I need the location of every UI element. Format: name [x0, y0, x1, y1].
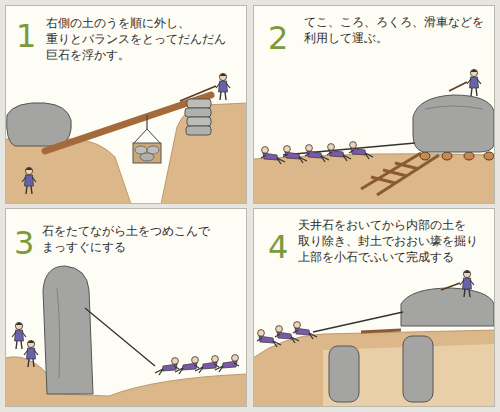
step-panel: 1 右側の土のうを順に外し、 重りとバランスをとってだんだん 巨石を浮かす。	[5, 5, 247, 204]
step-panel: 4 天井石をおいてから内部の土を 取り除き、封土でおおい壕を掘り 上部を小石でふい…	[253, 208, 495, 407]
step-number: 1	[16, 20, 36, 52]
step-panel: 3石をたてながら土をつめこんで まっすぐにする	[5, 208, 247, 407]
step-caption: 天井石をおいてから内部の土を 取り除き、封土でおおい壕を掘り 上部を小石でふいて…	[298, 217, 492, 265]
step-number: 3	[14, 227, 34, 259]
step-caption: 石をたてながら土をつめこんで まっすぐにする	[42, 223, 242, 255]
step-panel: 2 てこ、ころ、ろくろ、滑車などを 利用して運ぶ。	[253, 5, 495, 204]
step-caption: てこ、ころ、ろくろ、滑車などを 利用して運ぶ。	[304, 14, 492, 46]
step-number: 2	[268, 22, 288, 54]
step-number: 4	[268, 231, 288, 263]
step-caption: 右側の土のうを順に外し、 重りとバランスをとってだんだん 巨石を浮かす。	[46, 15, 244, 63]
